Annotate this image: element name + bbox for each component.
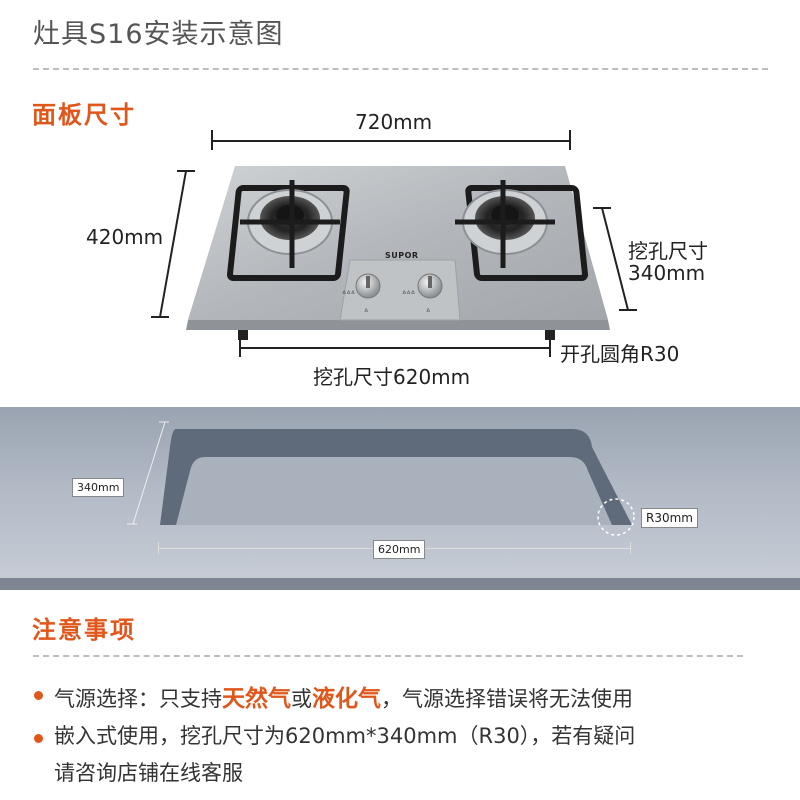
notes-section-title: 注意事项 xyxy=(32,616,136,644)
note-1-suffix: ，气源选择错误将无法使用 xyxy=(381,687,633,711)
cutout-width-thin-tick-left xyxy=(158,542,159,554)
svg-text:ᐞ: ᐞ xyxy=(426,307,430,316)
left-burner xyxy=(226,180,350,281)
cutout-depth-thin-line xyxy=(127,421,169,525)
panel-depth-dimension-line xyxy=(151,170,195,318)
cutout-width-label: 挖孔尺寸620mm xyxy=(313,365,471,389)
svg-text:ᐞ: ᐞ xyxy=(364,307,368,316)
cutout-width-tick-left xyxy=(239,337,241,357)
page-title: 灶具S16安装示意图 xyxy=(33,19,284,50)
note-1-middle: 或 xyxy=(291,687,312,711)
note-1-prefix: 气源选择：只支持 xyxy=(54,687,222,711)
note-1-lpg: 液化气 xyxy=(312,686,381,712)
panel-width-tick-right xyxy=(569,130,571,150)
note-1-natural-gas: 天然气 xyxy=(222,686,291,712)
right-burner xyxy=(455,180,589,281)
cutout-hole-illustration xyxy=(160,429,635,536)
panel-depth-label: 420mm xyxy=(86,225,164,249)
r30-box-label: R30mm xyxy=(641,508,698,528)
panel-width-dimension-line xyxy=(212,140,570,142)
cutout-depth-dimension-line xyxy=(593,207,637,311)
cutout-depth-label-line1: 挖孔尺寸 xyxy=(628,239,708,263)
r30-corner-marker xyxy=(597,498,635,536)
notes-divider xyxy=(33,655,743,657)
svg-text:ᐞᐞᐞ: ᐞᐞᐞ xyxy=(402,289,415,298)
countertop-edge xyxy=(0,578,800,590)
cutout-depth-box-label: 340mm xyxy=(72,478,125,497)
note-bullet-2 xyxy=(34,734,43,743)
panel-section-title: 面板尺寸 xyxy=(32,101,136,129)
cutout-width-box-label: 620mm xyxy=(373,540,426,559)
corner-radius-label: 开孔圆角R30 xyxy=(560,342,680,366)
panel-width-tick-left xyxy=(211,130,213,150)
svg-text:ᐞᐞᐞ: ᐞᐞᐞ xyxy=(342,289,355,298)
brand-logo: SUPOR xyxy=(385,251,419,260)
cutout-width-dimension-line xyxy=(240,347,550,349)
note-bullet-1 xyxy=(34,691,43,700)
note-item-2-line1: 嵌入式使用，挖孔尺寸为620mm*340mm（R30），若有疑问 xyxy=(54,724,636,748)
cutout-depth-label-line2: 340mm xyxy=(628,261,706,285)
cutout-width-thin-tick-right xyxy=(630,542,631,554)
stove-illustration: ᐞᐞᐞ ᐞᐞᐞ ᐞ ᐞ xyxy=(186,166,610,340)
note-item-1: 气源选择：只支持天然气或液化气，气源选择错误将无法使用 xyxy=(54,679,633,713)
cutout-width-tick-right xyxy=(549,337,551,357)
note-item-2-line2: 请咨询店铺在线客服 xyxy=(54,761,243,785)
header-divider xyxy=(33,68,768,70)
panel-width-label: 720mm xyxy=(355,110,433,134)
